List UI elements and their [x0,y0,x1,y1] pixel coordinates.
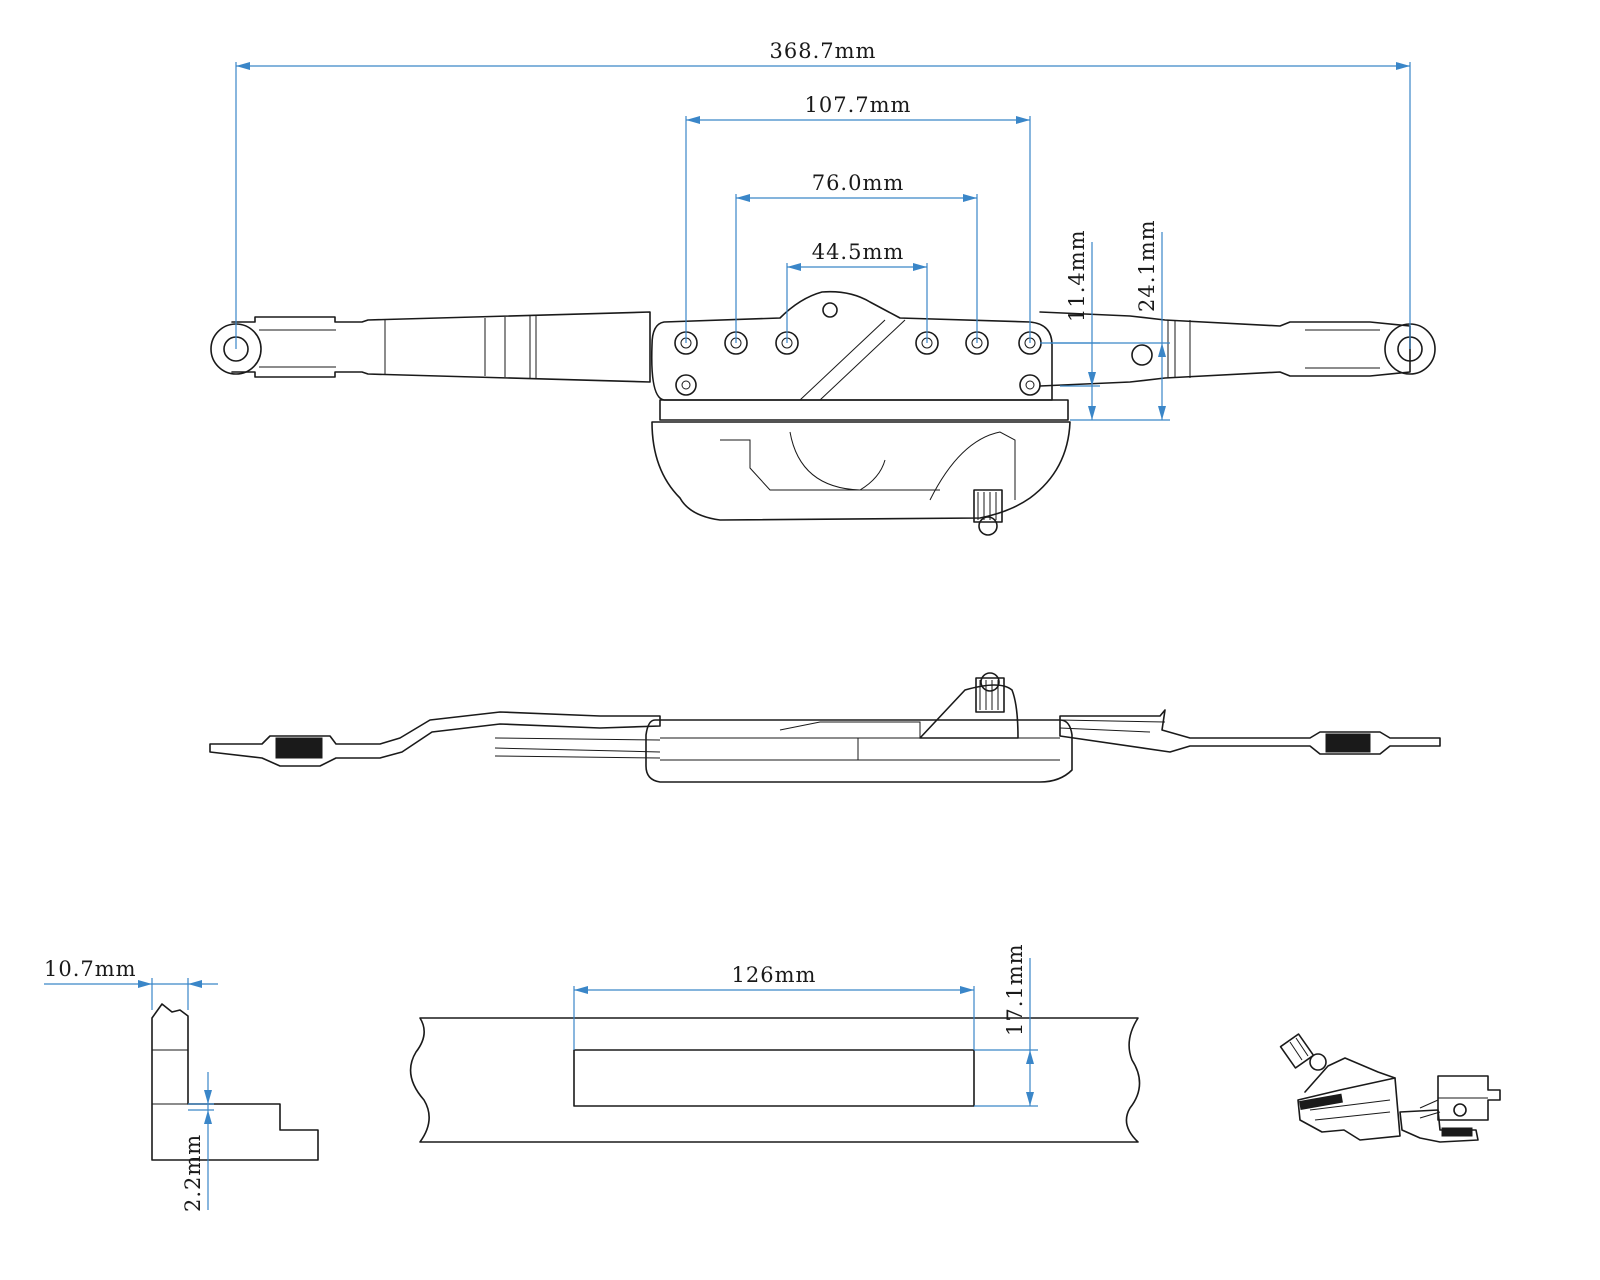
label-rebate-width: 10.7mm [44,957,137,981]
side-housing [645,719,1073,783]
rebate-section [151,1003,319,1161]
label-cutout-length: 126mm [732,963,817,987]
dim-inner-hole-spacing: 44.5mm [786,240,928,343]
side-spline [975,672,1005,713]
top-pivot-hole [822,302,838,318]
cover-housing [659,399,1069,421]
right-arm-pivot [1131,344,1153,366]
left-shoe [209,711,661,767]
label-hole-row-offset: 11.4mm [1065,229,1089,322]
left-arm [231,311,651,383]
frame-section [409,1017,1141,1143]
mounting-holes [674,331,1042,396]
rebate-profile: 10.7mm 2.2mm [44,957,319,1212]
cutout-slot [573,1049,975,1107]
dim-cutout-length: 126mm [573,963,975,1050]
spindle-riser [919,684,1019,739]
drive-spline [973,489,1003,536]
label-inner-hole-spacing: 44.5mm [812,240,905,264]
dim-middle-hole-spacing: 76.0mm [735,171,978,343]
iso-body [1297,1077,1401,1141]
dim-body-depth: 24.1mm [1050,219,1170,421]
label-body-depth: 24.1mm [1135,219,1159,312]
iso-spline [1279,1033,1327,1071]
right-arm [1039,311,1411,387]
iso-riser [1304,1057,1396,1093]
dim-outer-hole-spacing: 107.7mm [685,93,1031,343]
dim-cutout-height: 17.1mm [974,943,1038,1107]
label-rebate-step: 2.2mm [181,1134,205,1212]
right-shoe [1059,709,1441,755]
top-view: 368.7mm 107.7mm 76.0mm 44.5mm [210,39,1436,536]
label-outer-hole-spacing: 107.7mm [805,93,912,117]
iso-gearbox [1437,1075,1501,1121]
dim-overall-length: 368.7mm [235,39,1411,349]
left-shoe-teeth [275,737,323,759]
dim-rebate-step: 2.2mm [181,1072,214,1212]
label-middle-hole-spacing: 76.0mm [812,171,905,195]
dim-rebate-width: 10.7mm [44,957,218,1010]
body-plate [650,290,1053,401]
right-shoe-teeth [1325,733,1371,753]
iso-arm [1399,1109,1479,1143]
label-cutout-height: 17.1mm [1003,943,1027,1036]
handle-cover [651,421,1071,521]
side-view [209,672,1441,783]
label-overall-length: 368.7mm [770,39,877,63]
frame-cutout-view: 126mm 17.1mm [409,943,1141,1143]
dim-hole-row-offset: 11.4mm [1040,229,1100,420]
isometric-view [1279,1033,1501,1143]
